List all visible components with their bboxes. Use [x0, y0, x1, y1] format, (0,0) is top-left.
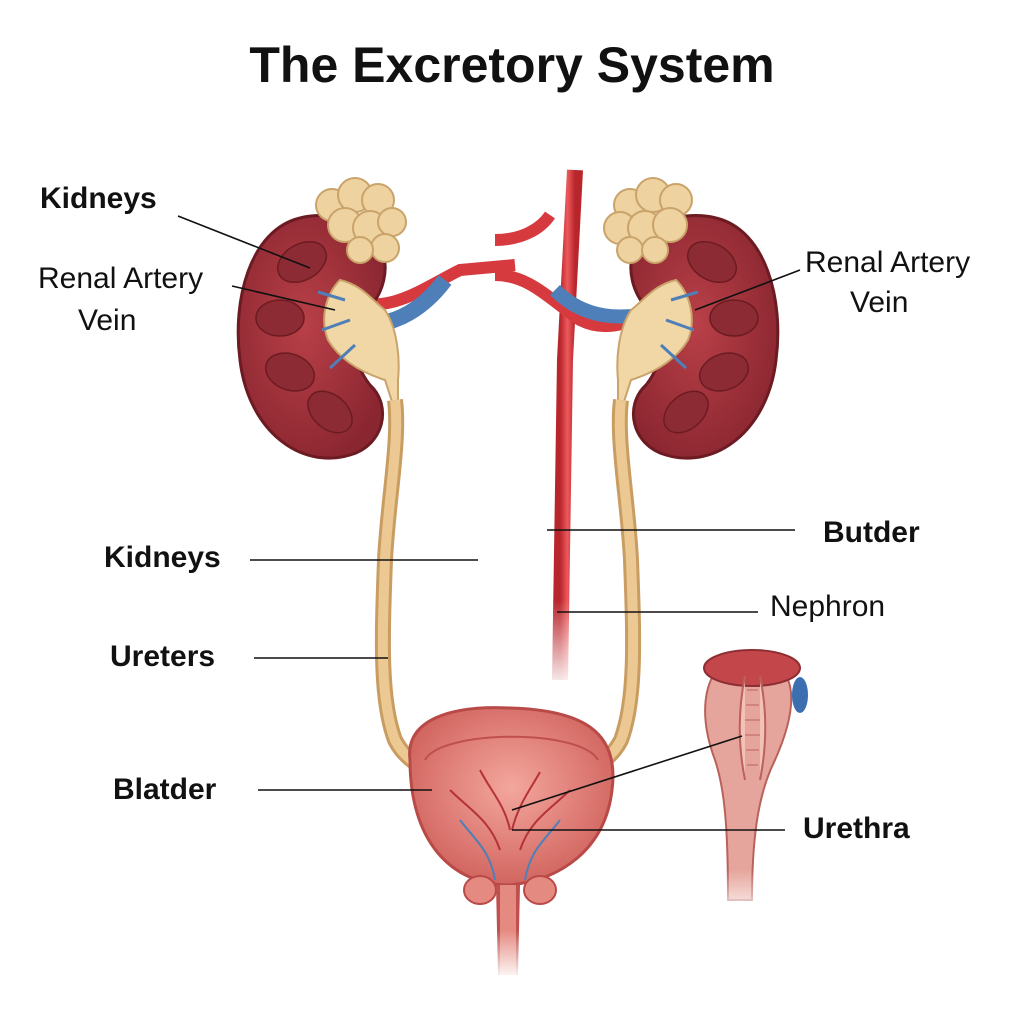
diagram-title: The Excretory System	[249, 37, 775, 93]
label-ureters: Ureters	[110, 640, 216, 673]
leader-renal-left	[231, 285, 336, 311]
left-kidney	[236, 214, 400, 460]
renal-pelvis-right	[616, 278, 693, 421]
leader-renal-right	[694, 269, 801, 311]
leader-lines	[177, 215, 801, 831]
label-renal-artery-left: Renal Artery	[38, 262, 204, 295]
leader-urethra-a	[511, 735, 743, 811]
renal-pelvis-left	[323, 278, 400, 421]
right-kidney	[616, 214, 780, 460]
adrenal-glands	[315, 177, 693, 264]
label-renal-artery-right: Renal Artery	[805, 246, 971, 279]
label-nephron: Nephron	[770, 590, 886, 623]
leader-kidneys-top	[177, 215, 311, 269]
label-kidneys-top: Kidneys	[40, 182, 157, 215]
great-vessels	[420, 169, 600, 690]
label-vein-left: Vein	[78, 304, 137, 337]
label-vein-right: Vein	[850, 286, 909, 319]
label-butder: Butder	[823, 516, 920, 549]
urinary-bladder	[408, 706, 615, 980]
label-bladder: Blatder	[113, 773, 217, 806]
label-kidneys-mid: Kidneys	[104, 541, 221, 574]
urethra-illustration	[703, 649, 808, 920]
label-urethra: Urethra	[803, 812, 910, 845]
artery-right	[552, 169, 583, 681]
